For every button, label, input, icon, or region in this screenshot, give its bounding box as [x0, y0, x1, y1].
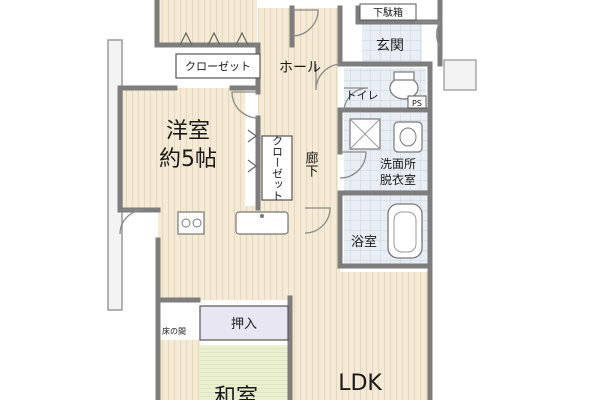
closet-vertical-box — [261, 135, 293, 201]
toilet-tank-icon — [393, 71, 415, 81]
ldk-floor — [158, 242, 430, 400]
ps-label: PS — [412, 99, 422, 108]
shoe-box-box — [359, 3, 417, 21]
toilet-door — [343, 87, 369, 113]
oshiire-box — [199, 305, 289, 341]
tokonoma-floor — [158, 340, 200, 400]
shoe-box-label: 下駄箱 — [373, 6, 403, 19]
right-balcony-fragment — [443, 59, 477, 91]
japanese-room-floor — [198, 345, 290, 400]
tokonoma-label: 床の間 — [162, 326, 186, 336]
closet-door-marks — [179, 31, 257, 173]
oshiire-label: 押入 — [231, 317, 257, 332]
western-room-door — [231, 91, 259, 119]
bathtub-icon — [387, 203, 423, 259]
corridor-label: 廊下 — [303, 150, 319, 177]
washbasin-icon — [393, 121, 423, 153]
burner-icon — [192, 218, 202, 228]
doors — [119, 9, 442, 235]
closet-top-box — [175, 53, 261, 79]
washroom-label-line2: 脱衣室 — [380, 172, 416, 187]
washroom-door — [339, 151, 367, 179]
western-room-size: 約5帖 — [159, 147, 217, 172]
japanese-room-label: 和室 — [214, 385, 258, 400]
closet-vertical-label: クローゼット — [271, 135, 284, 201]
entrance-label: 玄関 — [376, 37, 404, 54]
hall-label: ホール — [279, 60, 321, 76]
western-window-door — [119, 209, 145, 235]
washroom-label-line1: 洗面所 — [380, 157, 416, 171]
top-room-floor — [157, 0, 257, 45]
washing-machine-pan-cross-icon — [349, 118, 381, 150]
entrance-floor — [362, 22, 422, 67]
burner-icon — [181, 218, 191, 228]
western-room-name: 洋室 — [166, 119, 210, 144]
bath-label: 浴室 — [351, 234, 377, 250]
ldk-label: LDK — [338, 371, 382, 396]
closet-top-label: クローゼット — [185, 60, 251, 73]
kitchen-sink-icon — [235, 211, 289, 235]
basin-bowl-icon — [399, 127, 417, 147]
faucet-icon — [260, 214, 264, 218]
stove-icon — [177, 211, 205, 235]
ps-box — [407, 95, 427, 109]
hall-door — [315, 63, 343, 91]
bathtub-inner-icon — [393, 211, 417, 253]
walls — [117, 0, 443, 400]
ldk-door — [304, 207, 331, 234]
toilet-label: トイレ — [346, 89, 379, 102]
western-room-floor — [120, 88, 245, 210]
entrance-door — [415, 21, 442, 48]
top-room-door — [291, 9, 319, 37]
